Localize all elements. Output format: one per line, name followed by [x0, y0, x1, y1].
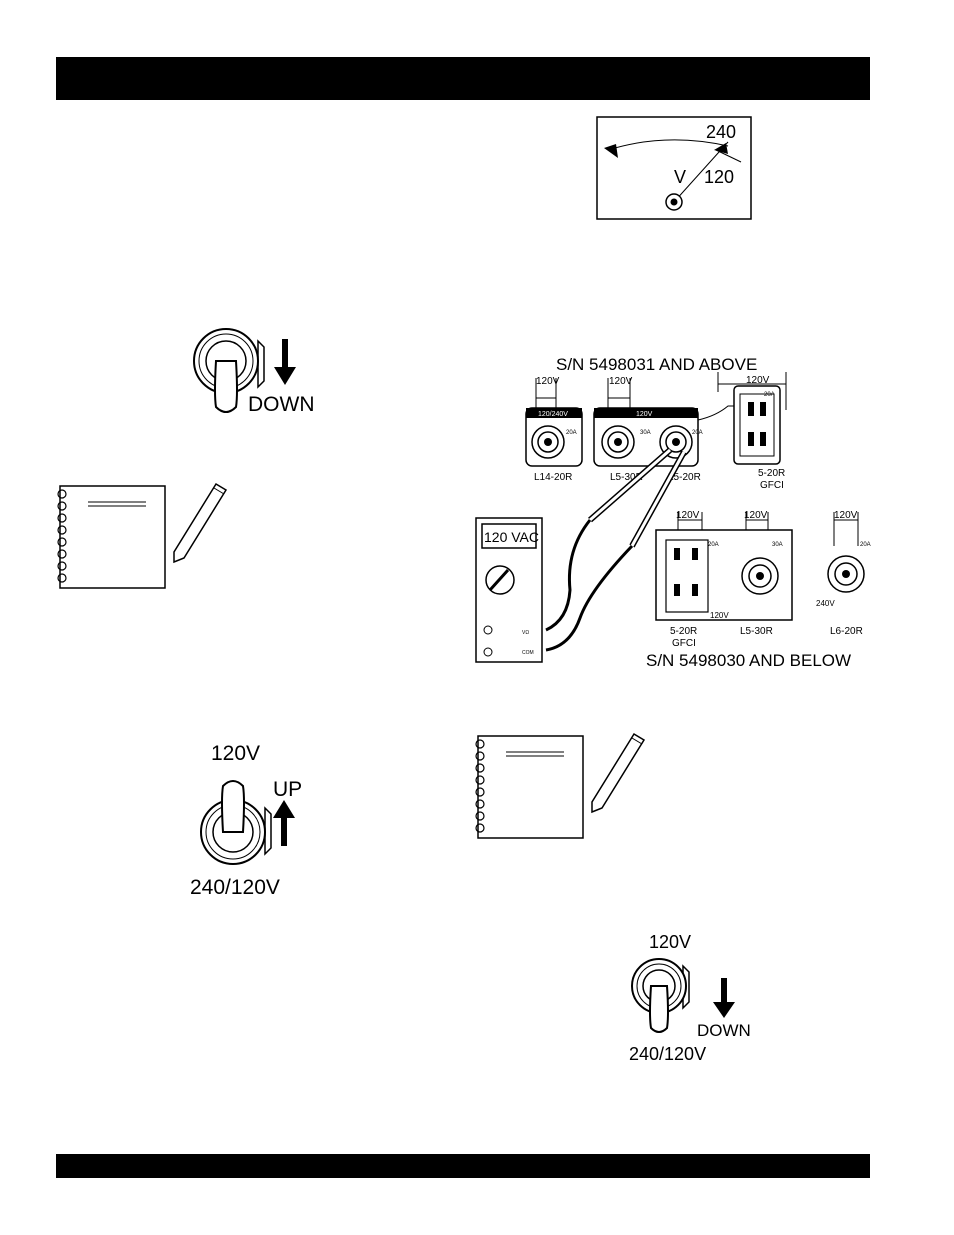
name-lower-gfci-sub-label: GFCI: [672, 638, 696, 649]
name-gfci-label: 5-20R: [758, 468, 785, 479]
jack-v-label: VΩ: [522, 630, 529, 636]
l620-voltage-label: 240V: [816, 599, 835, 608]
bottom-label: 240/120V: [190, 876, 280, 899]
amp-l520-label: 20A: [692, 430, 703, 436]
header-bar: [56, 57, 870, 100]
dim-lower-l620-label: 120V: [834, 510, 858, 521]
dim-lower-gfci-label: 120V: [676, 510, 700, 521]
toggle-switch-down-diagram: DOWN: [190, 325, 325, 420]
dim-l5-label: 120V: [609, 376, 633, 387]
jack-com-label: COM: [522, 650, 534, 656]
meter-display: 120 VAC: [484, 529, 539, 545]
toggle-switch-down-diagram-2: 120V DOWN 240/120V: [625, 928, 765, 1070]
sn-below-label: S/N 5498030 AND BELOW: [646, 651, 851, 670]
dim-l14-label: 120V: [536, 376, 560, 387]
amp-lower-gfci-label: 20A: [708, 542, 719, 548]
toggle-switch-up-diagram: 120V UP 240/120V: [185, 738, 315, 903]
amp-l530-label: 30A: [640, 430, 651, 436]
bottom-label: 240/120V: [629, 1044, 706, 1064]
receptacle-voltage-test-diagram: S/N 5498031 AND ABOVE 120V 120V 120V 120…: [470, 350, 872, 670]
notebook-pencil-icon-2: [472, 730, 658, 842]
dim-lower-l530-label: 120V: [744, 510, 768, 521]
name-lower-l530-label: L5-30R: [740, 626, 773, 637]
voltmeter-gauge: 240 120 V: [596, 116, 752, 220]
name-l14-label: L14-20R: [534, 472, 572, 483]
top-label: 120V: [649, 932, 691, 952]
dim-gfci-label: 120V: [746, 375, 770, 386]
lower-panel-label: 120V: [710, 611, 729, 620]
top-label: 120V: [211, 742, 260, 765]
direction-label: DOWN: [248, 393, 315, 416]
amp-gfci-label: 20A: [764, 392, 775, 398]
amp-lower-l530-label: 30A: [772, 542, 783, 548]
panel1-label: 120/240V: [538, 411, 568, 418]
arrow-down-icon: [274, 339, 296, 385]
arrow-up-icon: [273, 800, 295, 846]
scale-low-label: 120: [704, 167, 734, 187]
unit-label: V: [674, 167, 686, 187]
sn-above-label: S/N 5498031 AND ABOVE: [556, 355, 757, 374]
name-gfci-sub-label: GFCI: [760, 480, 784, 491]
scale-high-label: 240: [706, 122, 736, 142]
amp-l14-label: 20A: [566, 430, 577, 436]
name-lower-gfci-label: 5-20R: [670, 626, 697, 637]
direction-label: UP: [273, 778, 302, 801]
amp-lower-l620-label: 20A: [860, 542, 871, 548]
notebook-pencil-icon: [54, 480, 240, 592]
arrow-down-icon: [713, 978, 735, 1018]
name-lower-l620-label: L6-20R: [830, 626, 863, 637]
panel2-label: 120V: [636, 411, 653, 418]
footer-bar: [56, 1154, 870, 1178]
direction-label: DOWN: [697, 1021, 751, 1040]
